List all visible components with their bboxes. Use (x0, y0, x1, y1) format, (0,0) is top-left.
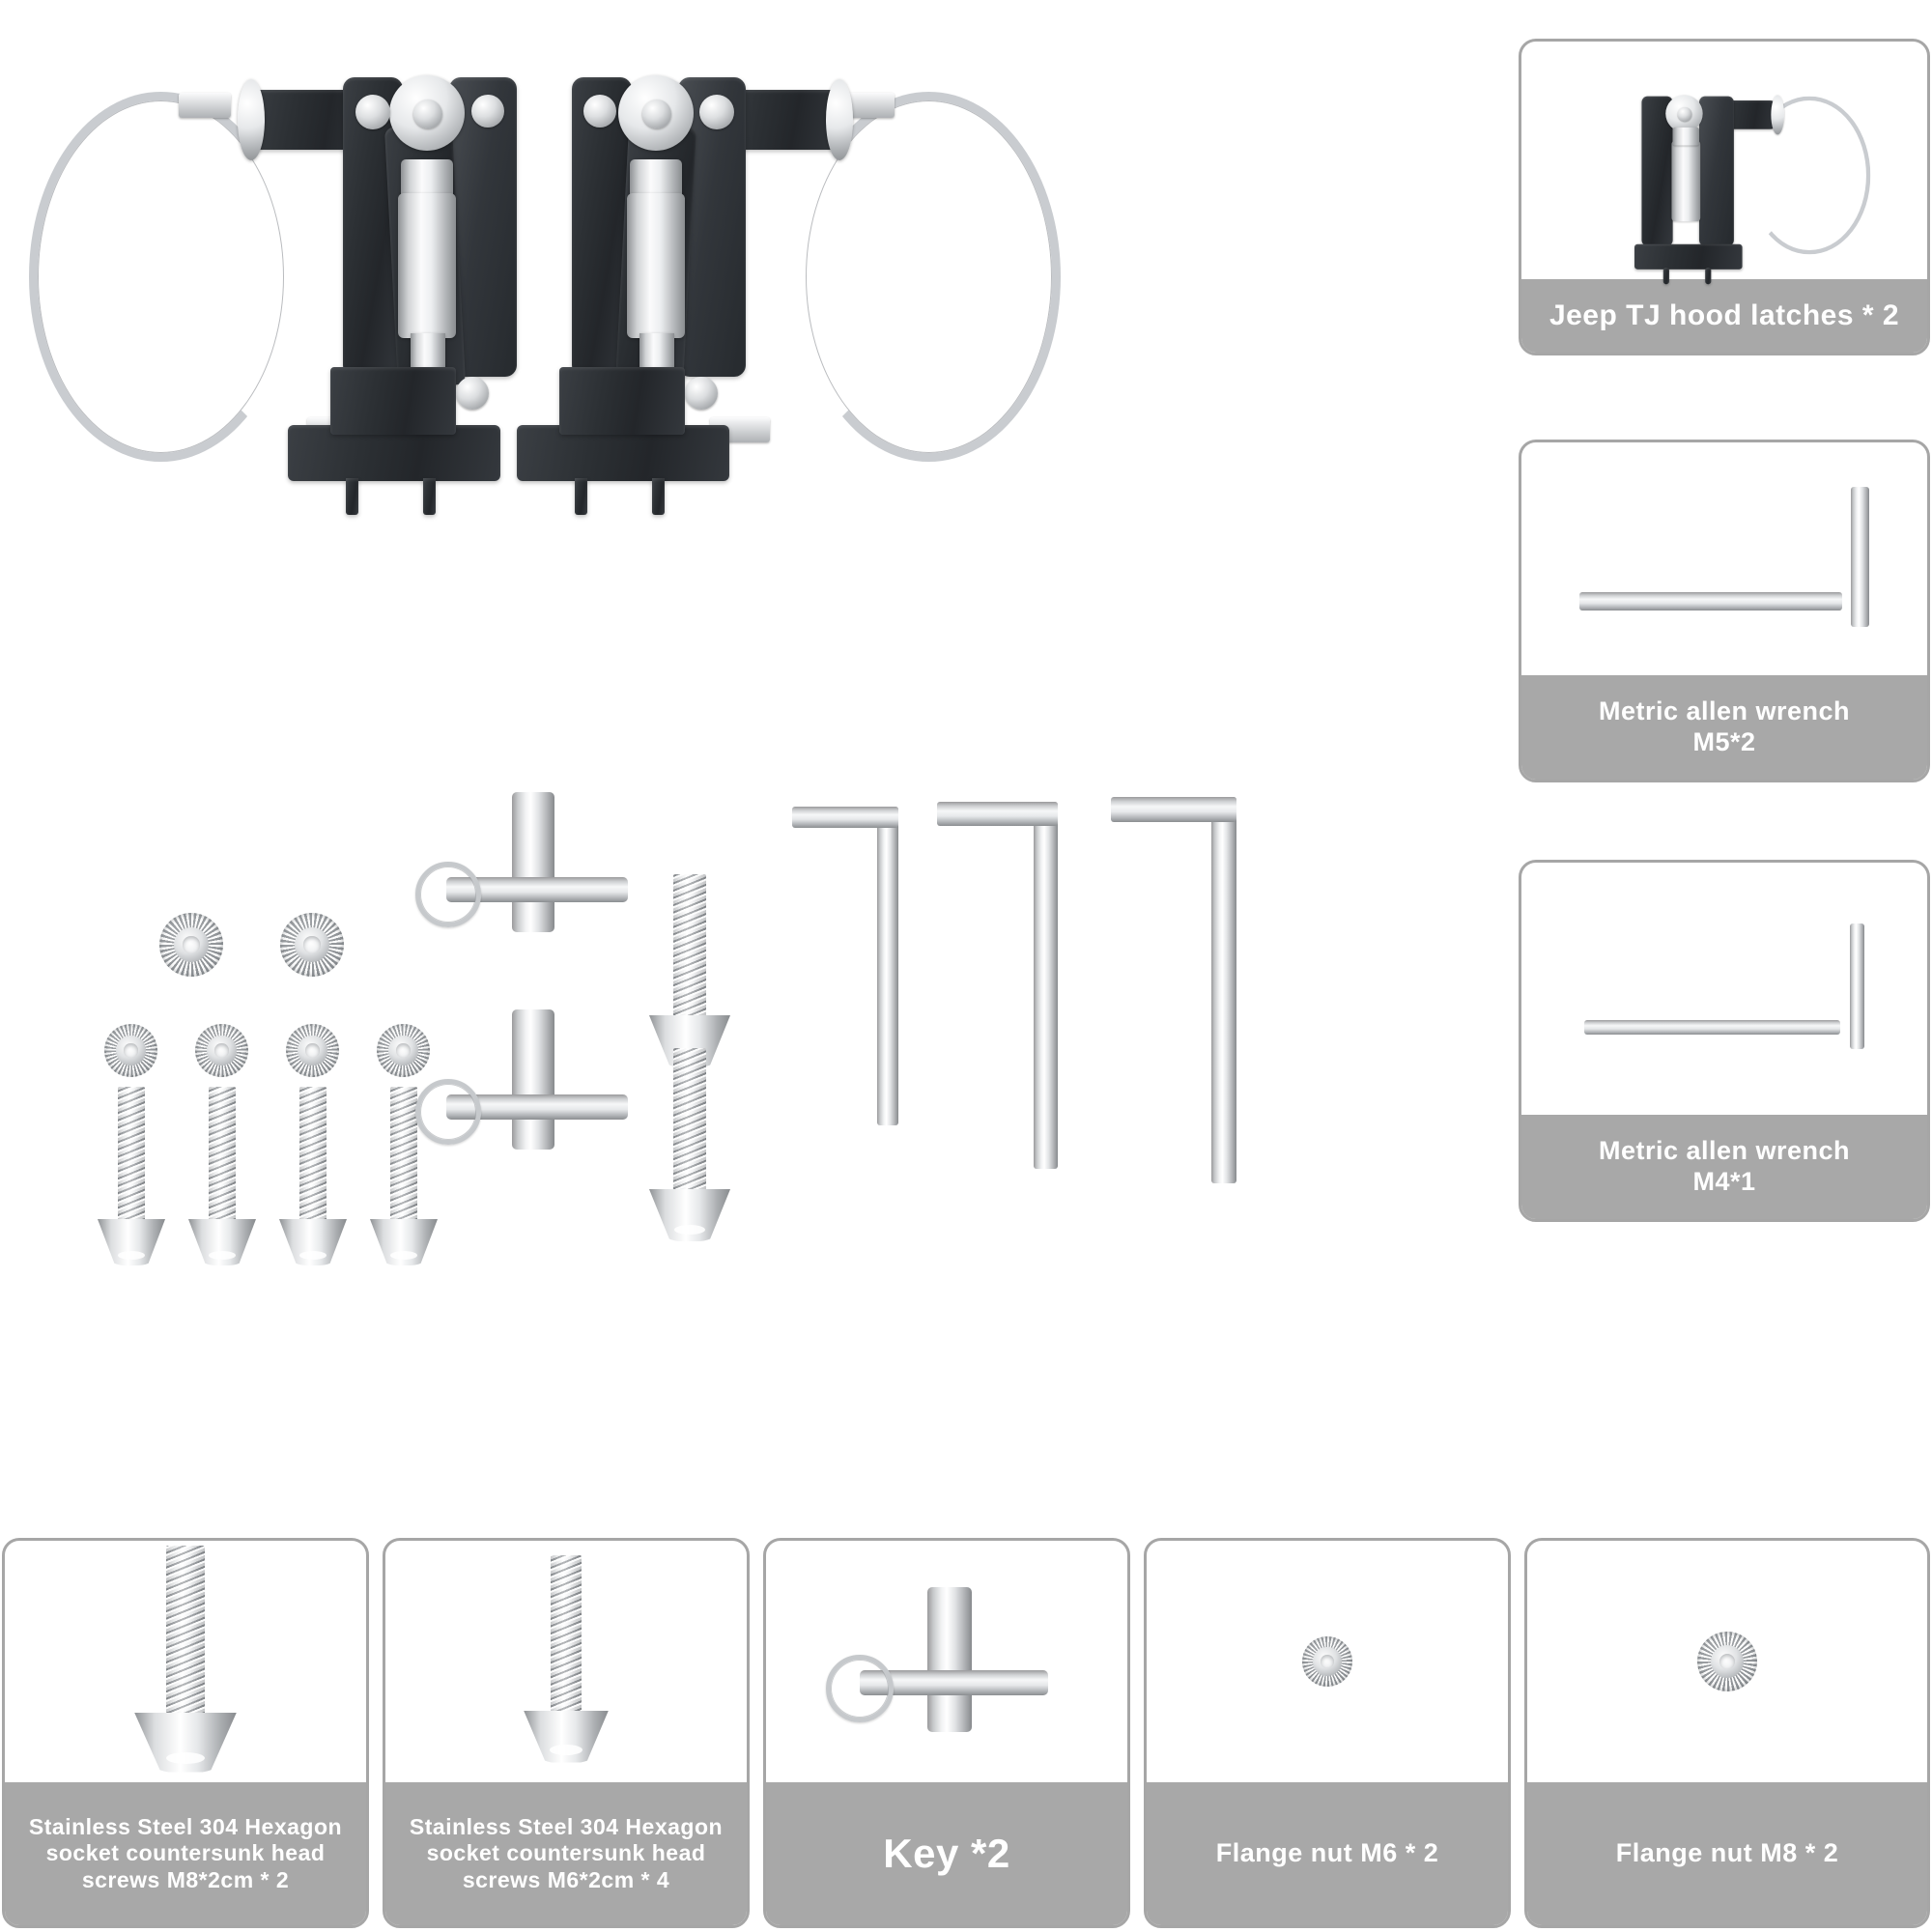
callout-wrench-m5-label-line2: M5*2 (1692, 727, 1756, 756)
callout-flange-nut-m8[interactable]: Flange nut M8 * 2 (1524, 1538, 1930, 1928)
pivot-pin-left-2 (583, 95, 616, 128)
hood-latch-unit-2 (517, 58, 853, 515)
pivot-pin-left-1 (355, 95, 390, 129)
callout-screw-m6-label-line1: Stainless Steel 304 Hexagon (409, 1814, 724, 1840)
thumb-body-right (1698, 96, 1734, 246)
bearing-pin-1 (413, 99, 442, 128)
allen-wrench-small (792, 807, 898, 1125)
key-pin-thumb (766, 1541, 1127, 1782)
bearing-pin-2 (642, 99, 671, 128)
callout-wrench-m5-label-line1: Metric allen wrench (1598, 696, 1851, 726)
screw-m8-2 (647, 1048, 732, 1241)
loose-hardware-photo (58, 792, 1410, 1294)
roller-washer-2 (826, 79, 853, 160)
latch-base-riser-2 (559, 367, 685, 435)
allen-wrench-medium (937, 802, 1058, 1169)
callout-screw-m8-label-line3: screws M8*2cm * 2 (81, 1866, 290, 1892)
flange-nut-small-3 (286, 1024, 339, 1077)
latch-base-riser-1 (330, 367, 456, 435)
thumb-roller-washer (1771, 95, 1784, 135)
pivot-pin-right-1 (471, 95, 504, 128)
callout-flange-nut-m8-caption: Flange nut M8 * 2 (1527, 1782, 1927, 1925)
callout-screw-m8-label-line2: socket countersunk head (45, 1840, 326, 1866)
turnbuckle-body-2 (627, 193, 685, 338)
wrench-m4-thumb (1521, 863, 1927, 1115)
screw-m6-thumb (385, 1541, 747, 1782)
callout-screw-m6-label-line3: screws M6*2cm * 4 (462, 1866, 670, 1892)
callout-screw-m8[interactable]: Stainless Steel 304 Hexagon socket count… (2, 1538, 369, 1928)
callout-hood-latches-caption: Jeep TJ hood latches * 2 (1521, 279, 1927, 353)
flange-nut-large-1 (159, 913, 223, 977)
screw-m6-4 (369, 1087, 439, 1265)
thumb-turnbuckle-nut (1672, 127, 1699, 146)
callout-flange-nut-m6-label: Flange nut M6 * 2 (1215, 1838, 1439, 1868)
callout-key-label: Key *2 (883, 1831, 1010, 1877)
screw-m8-thumb (5, 1541, 366, 1782)
callout-key[interactable]: Key *2 (763, 1538, 1130, 1928)
cable-ferrule-left-top (179, 93, 231, 118)
callout-hood-latches-label: Jeep TJ hood latches * 2 (1548, 299, 1900, 332)
base-prong-right-2 (652, 478, 665, 515)
thumb-bearing-pin (1677, 106, 1692, 122)
hood-latch-pair-photo (0, 0, 1140, 599)
base-prong-right-1 (423, 478, 436, 515)
callout-hood-latches[interactable]: Jeep TJ hood latches * 2 (1519, 39, 1930, 355)
thumb-turnbuckle (1671, 140, 1701, 222)
flange-nut-small-2 (195, 1024, 248, 1077)
flange-nut-m8-thumb (1527, 1541, 1927, 1782)
allen-wrench-large (1111, 797, 1236, 1183)
flange-nut-m6-thumb (1147, 1541, 1508, 1782)
key-pin-2 (415, 1009, 647, 1164)
thumb-base-prong-left (1662, 267, 1669, 285)
callout-wrench-m4-label-line2: M4*1 (1692, 1167, 1756, 1196)
base-prong-left-2 (575, 478, 587, 515)
callout-screw-m8-caption: Stainless Steel 304 Hexagon socket count… (5, 1782, 366, 1925)
thumb-base-plate (1634, 243, 1743, 270)
wrench-m5-thumb (1521, 442, 1927, 675)
callout-flange-nut-m6[interactable]: Flange nut M6 * 2 (1144, 1538, 1511, 1928)
lower-pivot-pin-right-1 (456, 377, 489, 410)
callout-wrench-m5-caption: Metric allen wrench M5*2 (1521, 675, 1927, 780)
hood-latch-unit-1 (238, 58, 551, 515)
flange-nut-small-1 (104, 1024, 157, 1077)
flange-nut-small-4 (377, 1024, 430, 1077)
key-pin-1 (415, 792, 647, 947)
thumb-base-prong-right (1705, 267, 1712, 285)
callout-flange-nut-m6-caption: Flange nut M6 * 2 (1147, 1782, 1508, 1925)
callout-screw-m6-caption: Stainless Steel 304 Hexagon socket count… (385, 1782, 747, 1925)
hood-latch-thumb (1521, 42, 1927, 285)
base-prong-left-1 (346, 478, 358, 515)
callout-screw-m8-label-line1: Stainless Steel 304 Hexagon (28, 1814, 343, 1840)
screw-m6-2 (187, 1087, 257, 1265)
callout-screw-m6[interactable]: Stainless Steel 304 Hexagon socket count… (383, 1538, 750, 1928)
callout-wrench-m4-caption: Metric allen wrench M4*1 (1521, 1115, 1927, 1219)
flange-nut-large-2 (280, 913, 344, 977)
roller-washer-1 (238, 79, 265, 160)
callout-wrench-m5[interactable]: Metric allen wrench M5*2 (1519, 440, 1930, 782)
pivot-pin-right-2 (699, 95, 734, 129)
callout-wrench-m4[interactable]: Metric allen wrench M4*1 (1519, 860, 1930, 1222)
turnbuckle-body-1 (398, 193, 456, 338)
safety-cable-right (797, 92, 1061, 462)
callout-wrench-m4-label-line1: Metric allen wrench (1598, 1136, 1851, 1166)
callout-flange-nut-m8-label: Flange nut M8 * 2 (1615, 1838, 1839, 1868)
callout-screw-m6-label-line2: socket countersunk head (426, 1840, 706, 1866)
thumb-cable (1747, 96, 1871, 255)
screw-m8-1 (647, 874, 732, 1067)
screw-m6-3 (278, 1087, 348, 1265)
lower-pivot-pin-right-2 (685, 377, 718, 410)
screw-m6-1 (97, 1087, 166, 1265)
callout-key-caption: Key *2 (766, 1782, 1127, 1925)
